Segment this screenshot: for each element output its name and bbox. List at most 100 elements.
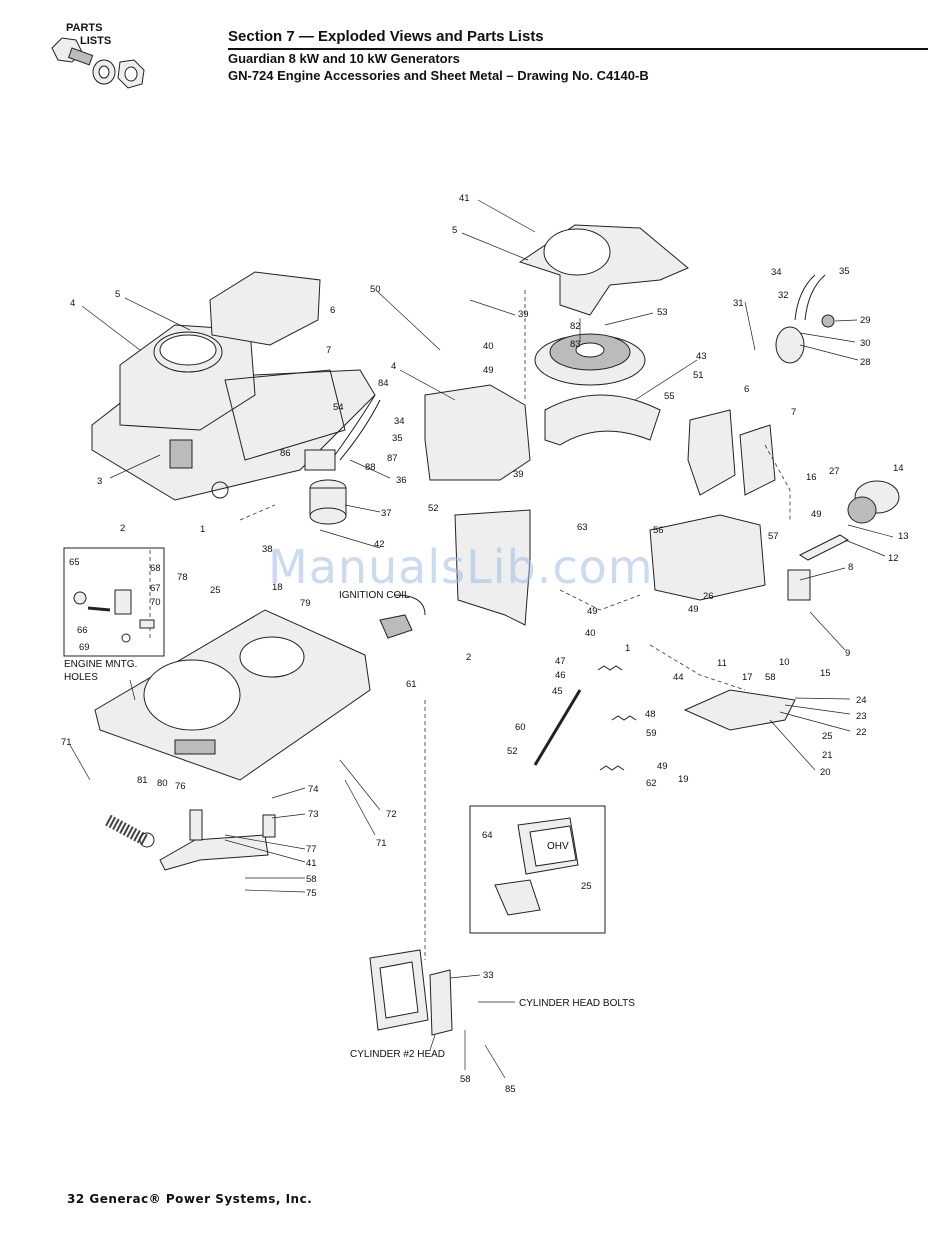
part-number: 58	[460, 1074, 471, 1085]
part-number: 67	[150, 583, 161, 594]
part-number: 37	[381, 508, 392, 519]
part-number: 60	[515, 722, 526, 733]
section-title: Section 7 — Exploded Views and Parts Lis…	[228, 28, 544, 45]
exhaust-assembly	[105, 809, 276, 871]
part-number: 5	[115, 289, 120, 300]
part-number: 49	[657, 761, 668, 772]
inset-ohv-detail	[469, 805, 606, 934]
part-number: 25	[822, 731, 833, 742]
part-number: 25	[581, 881, 592, 892]
part-number: 3	[97, 476, 102, 487]
part-number: 86	[280, 448, 291, 459]
part-number: 46	[555, 670, 566, 681]
part-number: 35	[392, 433, 403, 444]
assembly-line	[649, 644, 746, 691]
part-number: 39	[513, 469, 524, 480]
page-header: Section 7 — Exploded Views and Parts Lis…	[228, 28, 928, 84]
part-number: 49	[587, 606, 598, 617]
part-number: 7	[326, 345, 331, 356]
part-number: 41	[306, 858, 317, 869]
part-number: 30	[860, 338, 871, 349]
part-number: 32	[778, 290, 789, 301]
part-number: 14	[893, 463, 904, 474]
part-number: 76	[175, 781, 186, 792]
part-number: 63	[577, 522, 588, 533]
part-number: 66	[77, 625, 88, 636]
part-number: 62	[646, 778, 657, 789]
part-number: 87	[387, 453, 398, 464]
part-number: 70	[150, 597, 161, 608]
part-number: 40	[585, 628, 596, 639]
part-number: 33	[483, 970, 494, 981]
fuel-filter-assembly	[304, 394, 381, 525]
cylinder-2-head-callout: CYLINDER #2 HEAD	[350, 1049, 445, 1060]
part-number: 7	[791, 407, 796, 418]
part-number: 53	[657, 307, 668, 318]
part-number: 73	[308, 809, 319, 820]
inset-fuel-detail	[63, 547, 165, 657]
part-number: 58	[765, 672, 776, 683]
valve-cover-detail	[494, 817, 579, 916]
part-number: 77	[306, 844, 317, 855]
side-panel-lower	[454, 509, 531, 626]
governor-linkage	[533, 665, 796, 771]
part-number: 34	[394, 416, 405, 427]
part-number: 44	[673, 672, 684, 683]
part-number: 35	[839, 266, 850, 277]
part-number: 65	[69, 557, 80, 568]
cylinder-head-bolts-callout: CYLINDER HEAD BOLTS	[519, 998, 635, 1009]
part-number: 82	[570, 321, 581, 332]
part-number: 9	[845, 648, 850, 659]
assembly-line	[559, 589, 641, 611]
leader-lines	[69, 199, 894, 1079]
part-number: 36	[396, 475, 407, 486]
part-number: 56	[653, 525, 664, 536]
part-number: 8	[848, 562, 853, 573]
part-number: 12	[888, 553, 899, 564]
part-number: 71	[376, 838, 387, 849]
logo-line-lists: LISTS	[80, 35, 112, 47]
part-number: 10	[779, 657, 790, 668]
part-number: 49	[483, 365, 494, 376]
engine-assembly	[91, 271, 376, 501]
part-number: 74	[308, 784, 319, 795]
assembly-line	[764, 444, 791, 520]
part-number: 13	[898, 531, 909, 542]
nut-icon	[117, 59, 145, 89]
part-number: 27	[829, 466, 840, 477]
cylinder-head	[369, 949, 453, 1036]
part-number: 71	[61, 737, 72, 748]
part-number: 79	[300, 598, 311, 609]
part-number: 58	[306, 874, 317, 885]
part-number: 72	[386, 809, 397, 820]
part-number: 39	[518, 309, 529, 320]
logo-line-parts: PARTS	[66, 22, 103, 34]
part-number: 4	[70, 298, 75, 309]
part-number: 64	[482, 830, 493, 841]
part-number: 83	[570, 339, 581, 350]
part-number: 5	[452, 225, 457, 236]
parts-lists-logo	[51, 37, 145, 89]
part-number-labels: 4 5 6 7 3 2 1 84 54 34 35 87 88 86 36 37…	[61, 193, 909, 1095]
part-number: 75	[306, 888, 317, 899]
part-number: 69	[79, 642, 90, 653]
part-number: 48	[645, 709, 656, 720]
parts-lists-label: PARTS LISTS	[66, 22, 111, 48]
part-number: 45	[552, 686, 563, 697]
part-number: 85	[505, 1084, 516, 1095]
part-number: 26	[703, 591, 714, 602]
bolt-icon	[51, 37, 94, 66]
part-number: 18	[272, 582, 283, 593]
assembly-line	[239, 504, 276, 521]
mounting-base	[94, 609, 371, 781]
part-number: 21	[822, 750, 833, 761]
part-number: 20	[820, 767, 831, 778]
part-number: 24	[856, 695, 867, 706]
blower-housing-top	[518, 224, 689, 316]
part-number: 57	[768, 531, 779, 542]
part-number: 23	[856, 711, 867, 722]
part-number: 1	[625, 643, 630, 654]
air-guide	[544, 394, 661, 446]
part-number: 6	[330, 305, 335, 316]
